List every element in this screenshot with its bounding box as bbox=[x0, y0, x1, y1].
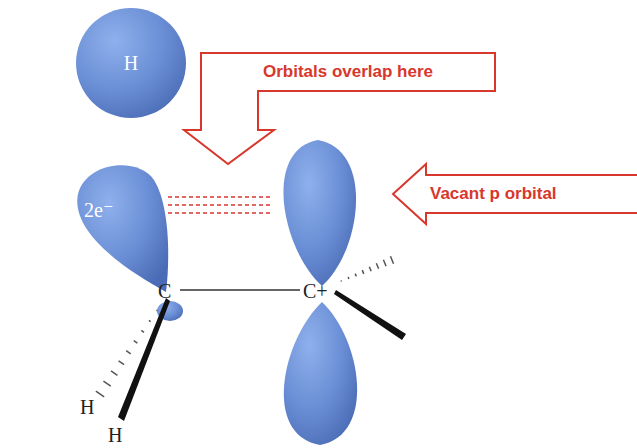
p-orbital-upper-lobe bbox=[283, 140, 356, 286]
callout-label: Vacant p orbital bbox=[430, 184, 557, 204]
atom-symbol: C+ bbox=[303, 281, 328, 301]
atom-symbol: H bbox=[108, 425, 122, 445]
filled-sp3-lobe-outline bbox=[70, 160, 170, 295]
solid-wedge bbox=[334, 290, 406, 340]
callout-label: Orbitals overlap here bbox=[263, 62, 433, 82]
sigma-bond bbox=[180, 289, 300, 291]
p-orbital-lower-lobe bbox=[284, 302, 357, 445]
atom-symbol: H bbox=[80, 397, 94, 417]
hashed-wedge bbox=[341, 256, 393, 281]
filled-sp3-lobe: 2e⁻ bbox=[70, 160, 170, 295]
orbital-label: H bbox=[124, 52, 138, 75]
solid-wedge bbox=[118, 298, 170, 421]
hydrogen-orbital: H bbox=[76, 8, 186, 118]
orbital-label: 2e⁻ bbox=[84, 198, 113, 222]
atom-symbol: C bbox=[158, 281, 171, 301]
callout-arrow: Vacant p orbital bbox=[392, 163, 637, 225]
overlap-lines bbox=[168, 197, 272, 213]
callout-arrow: Orbitals overlap here bbox=[200, 52, 496, 92]
